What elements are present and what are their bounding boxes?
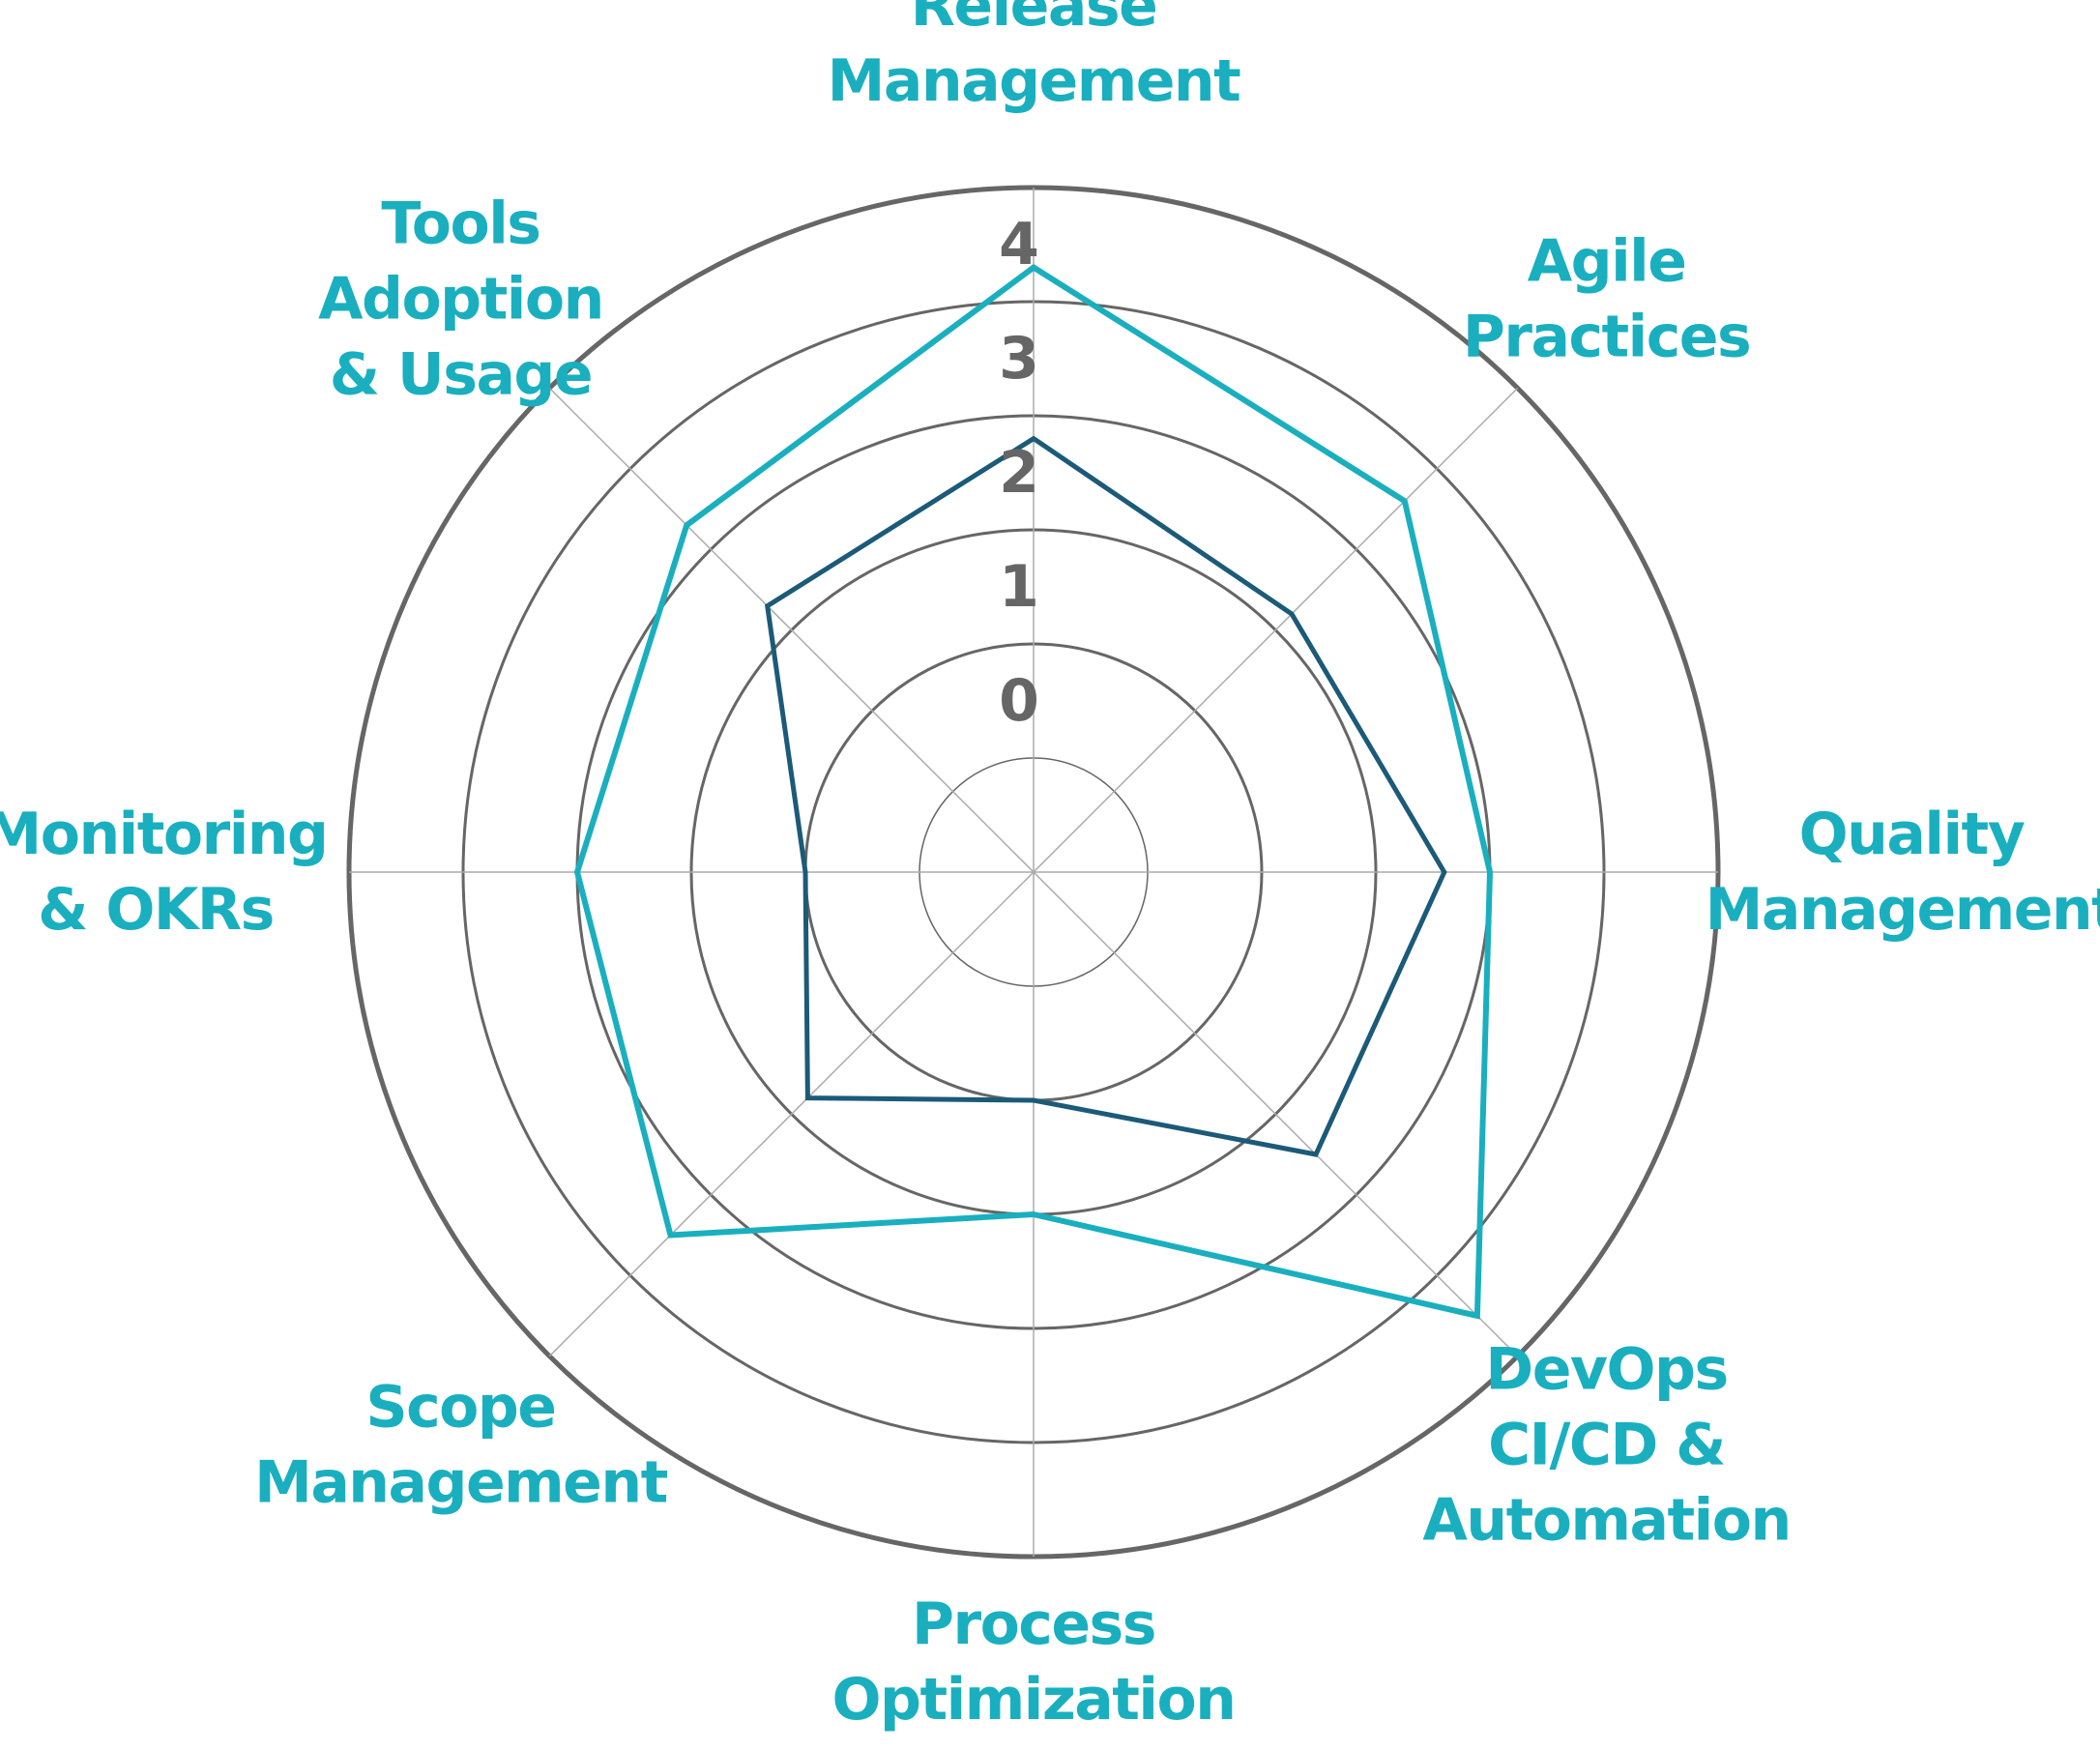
axis-label-line: & Usage — [330, 340, 592, 408]
axis-label-line: Scope — [365, 1374, 555, 1442]
radar-spoke — [548, 871, 1035, 1357]
axis-label-line: Automation — [1422, 1487, 1790, 1555]
axis-label-line: Optimization — [832, 1666, 1236, 1734]
axis-label-line: Agile — [1528, 227, 1686, 295]
axis-label-line: Tools — [381, 190, 540, 257]
axis-label-line: Release — [911, 0, 1157, 40]
axis-label-line: Management — [828, 47, 1240, 115]
tick-label-0: 0 — [999, 667, 1039, 735]
axis-label-line: Management — [1706, 876, 2100, 944]
radar-spoke — [548, 387, 1035, 873]
radar-spoke — [1033, 871, 1519, 1357]
axis-label-line: & OKRs — [38, 876, 274, 944]
series-line-2 — [764, 435, 1447, 1157]
axis-label-line: Quality — [1799, 801, 2026, 868]
axis-label-line: Monitoring — [0, 801, 327, 868]
tick-label-2: 2 — [999, 439, 1039, 507]
axis-label-line: CI/CD & — [1488, 1412, 1725, 1479]
axis-label: Monitoring & OKRs — [0, 801, 327, 944]
axis-label-line: Practices — [1463, 303, 1750, 370]
tick-label-3: 3 — [999, 325, 1039, 393]
axis-label-line: Management — [254, 1449, 667, 1517]
tick-label-4: 4 — [999, 211, 1039, 278]
radar-spoke — [1033, 387, 1519, 873]
tick-label-1: 1 — [999, 553, 1039, 621]
series-line-1 — [573, 263, 1494, 1320]
axis-label-line: DevOps — [1485, 1336, 1727, 1404]
axis-label-line: Adoption — [318, 265, 603, 333]
axis-label-line: Process — [912, 1590, 1155, 1658]
